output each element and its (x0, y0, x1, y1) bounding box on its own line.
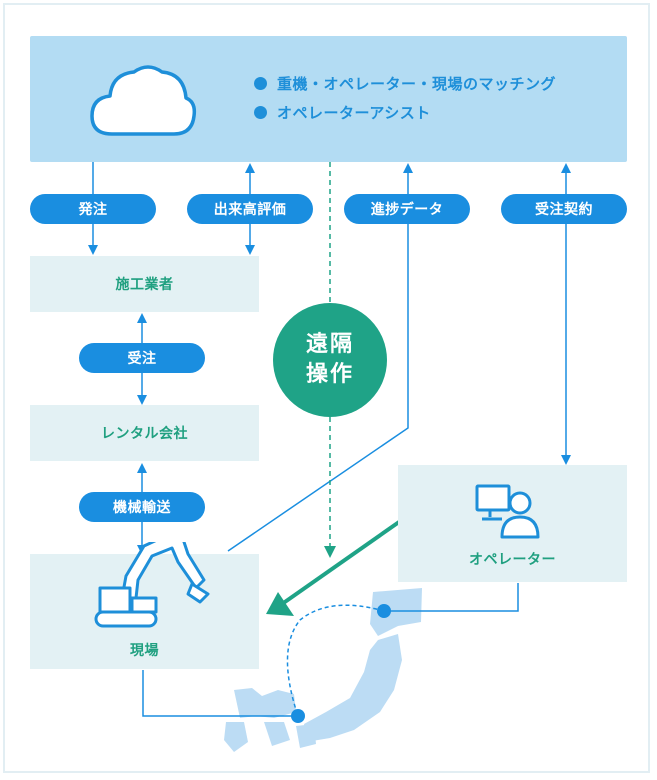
operator-box: オペレーター (398, 465, 627, 582)
remote-label-line1: 遠隔 (305, 332, 354, 357)
progress-data-pill: 進捗データ (344, 194, 470, 224)
rental-box: レンタル会社 (30, 405, 259, 461)
remote-control-arrow-head (266, 592, 294, 616)
remote-control-arrow (280, 520, 401, 606)
platform-feature-matching: 重機・オペレーター・現場のマッチング (254, 73, 556, 94)
progress-data-arrow (227, 163, 413, 552)
feature-text: 重機・オペレーター・現場のマッチング (277, 75, 557, 93)
accept-pill: 受注 (79, 343, 205, 373)
cloud-icon (90, 65, 197, 136)
excavator-icon (94, 542, 210, 628)
rental-label: レンタル会社 (101, 426, 188, 442)
operator-computer-icon (475, 484, 540, 539)
contractor-label: 施工業者 (115, 277, 174, 293)
accept-contract-pill: 受注契約 (501, 194, 627, 224)
evaluation-pill: 出来高評価 (187, 194, 313, 224)
site-label: 現場 (130, 643, 159, 659)
feature-text: オペレーターアシスト (277, 104, 431, 122)
contractor-box: 施工業者 (30, 256, 259, 312)
site-box: 現場 (30, 542, 259, 669)
bullet-icon (254, 106, 267, 119)
transport-pill: 機械輸送 (79, 492, 205, 522)
order-pill: 発注 (30, 194, 156, 224)
remote-label-line2: 操作 (305, 362, 354, 387)
operator-label: オペレーター (469, 552, 556, 568)
platform-panel: 重機・オペレーター・現場のマッチング オペレーターアシスト (30, 36, 627, 162)
platform-feature-assist: オペレーターアシスト (254, 102, 431, 123)
bullet-icon (254, 77, 267, 90)
remote-operation-badge: 遠隔 操作 (273, 303, 387, 417)
